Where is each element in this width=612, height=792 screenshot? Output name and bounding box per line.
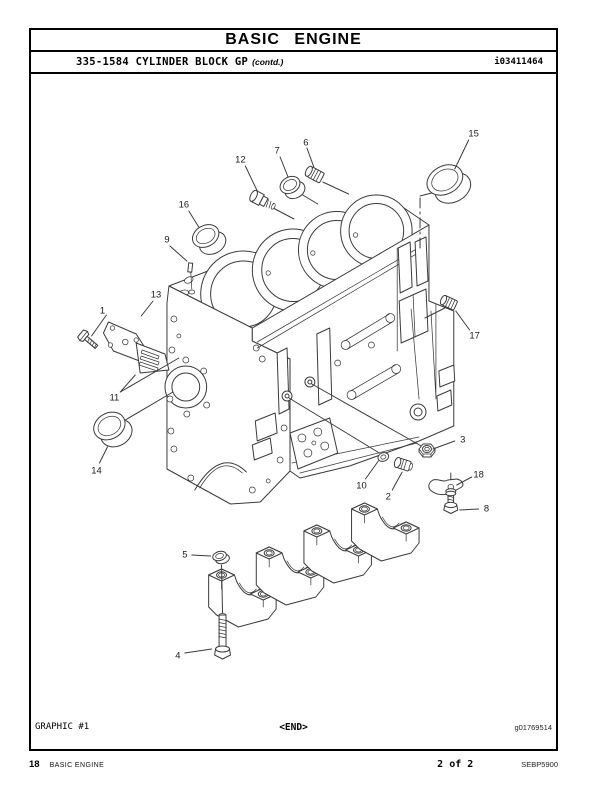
footer-section-name: BASIC ENGINE (49, 762, 105, 769)
graphic-footer: GRAPHIC #1 <END> g01769514 (31, 722, 556, 734)
callout-number-6: 6 (303, 137, 308, 148)
callout-leader-line (364, 460, 379, 480)
callout-leader-line (98, 446, 108, 464)
callout-number-4: 4 (175, 650, 180, 661)
callout-number-7: 7 (275, 145, 280, 156)
cylinder-block-drawing (164, 194, 456, 505)
callout-number-17: 17 (469, 330, 479, 341)
callout-leader-line (140, 300, 154, 317)
section-header: 335-1584 CYLINDER BLOCK GP (contd.) i034… (31, 52, 556, 74)
page-title: BASIC ENGINE (31, 30, 556, 52)
callout-number-16: 16 (179, 199, 189, 210)
part-group-title: 335-1584 CYLINDER BLOCK GP (76, 56, 249, 68)
page-of-indicator: 2 of 2 (437, 759, 474, 770)
callout-leader-line (279, 156, 289, 178)
callout-number-18: 18 (473, 469, 483, 480)
callout-number-11: 11 (109, 392, 119, 403)
callout-number-1: 1 (100, 305, 105, 316)
callout-leader-line (169, 245, 188, 262)
end-marker: <END> (279, 722, 308, 733)
callout-leader-line (91, 314, 107, 337)
callout-number-3: 3 (460, 434, 465, 445)
callout-leader-line (454, 139, 470, 170)
callout-number-8: 8 (484, 503, 489, 514)
callout-leader-line (456, 476, 473, 486)
callout-leader-line (306, 147, 315, 168)
callout-number-15: 15 (468, 128, 478, 139)
graphic-code: g01769514 (514, 723, 552, 732)
callout-leader-line (459, 508, 480, 511)
contd-label: (contd.) (252, 57, 284, 67)
bearing-caps (208, 502, 420, 628)
callout-number-10: 10 (356, 480, 366, 491)
callout-leader-line (432, 440, 456, 450)
graphic-label: GRAPHIC #1 (35, 722, 90, 732)
callout-number-5: 5 (182, 549, 187, 560)
callout-number-9: 9 (164, 234, 169, 245)
callout-leader-line (119, 374, 136, 393)
footer-right: 2 of 2 SEBP5900 (437, 759, 558, 770)
hardware-parts (77, 164, 472, 660)
info-code: i03411464 (494, 57, 543, 67)
callout-leader-line (188, 210, 200, 228)
page-footer: 18 BASIC ENGINE 2 of 2 SEBP5900 (29, 759, 558, 770)
document-code: SEBP5900 (521, 760, 558, 769)
callout-leader-line (391, 471, 403, 491)
callout-leader-line (455, 310, 471, 331)
callout-leader-line (244, 165, 258, 192)
callout-leader-line (191, 554, 212, 557)
callout-leader-line (184, 648, 213, 654)
page-frame: BASIC ENGINE 335-1584 CYLINDER BLOCK GP … (29, 28, 558, 751)
callout-number-2: 2 (386, 491, 391, 502)
page-number: 18 (29, 759, 40, 770)
install-lines (124, 181, 452, 614)
callout-number-12: 12 (235, 154, 245, 165)
callout-number-14: 14 (91, 465, 101, 476)
callout-number-13: 13 (151, 289, 161, 300)
callout-leader-line (119, 357, 180, 393)
